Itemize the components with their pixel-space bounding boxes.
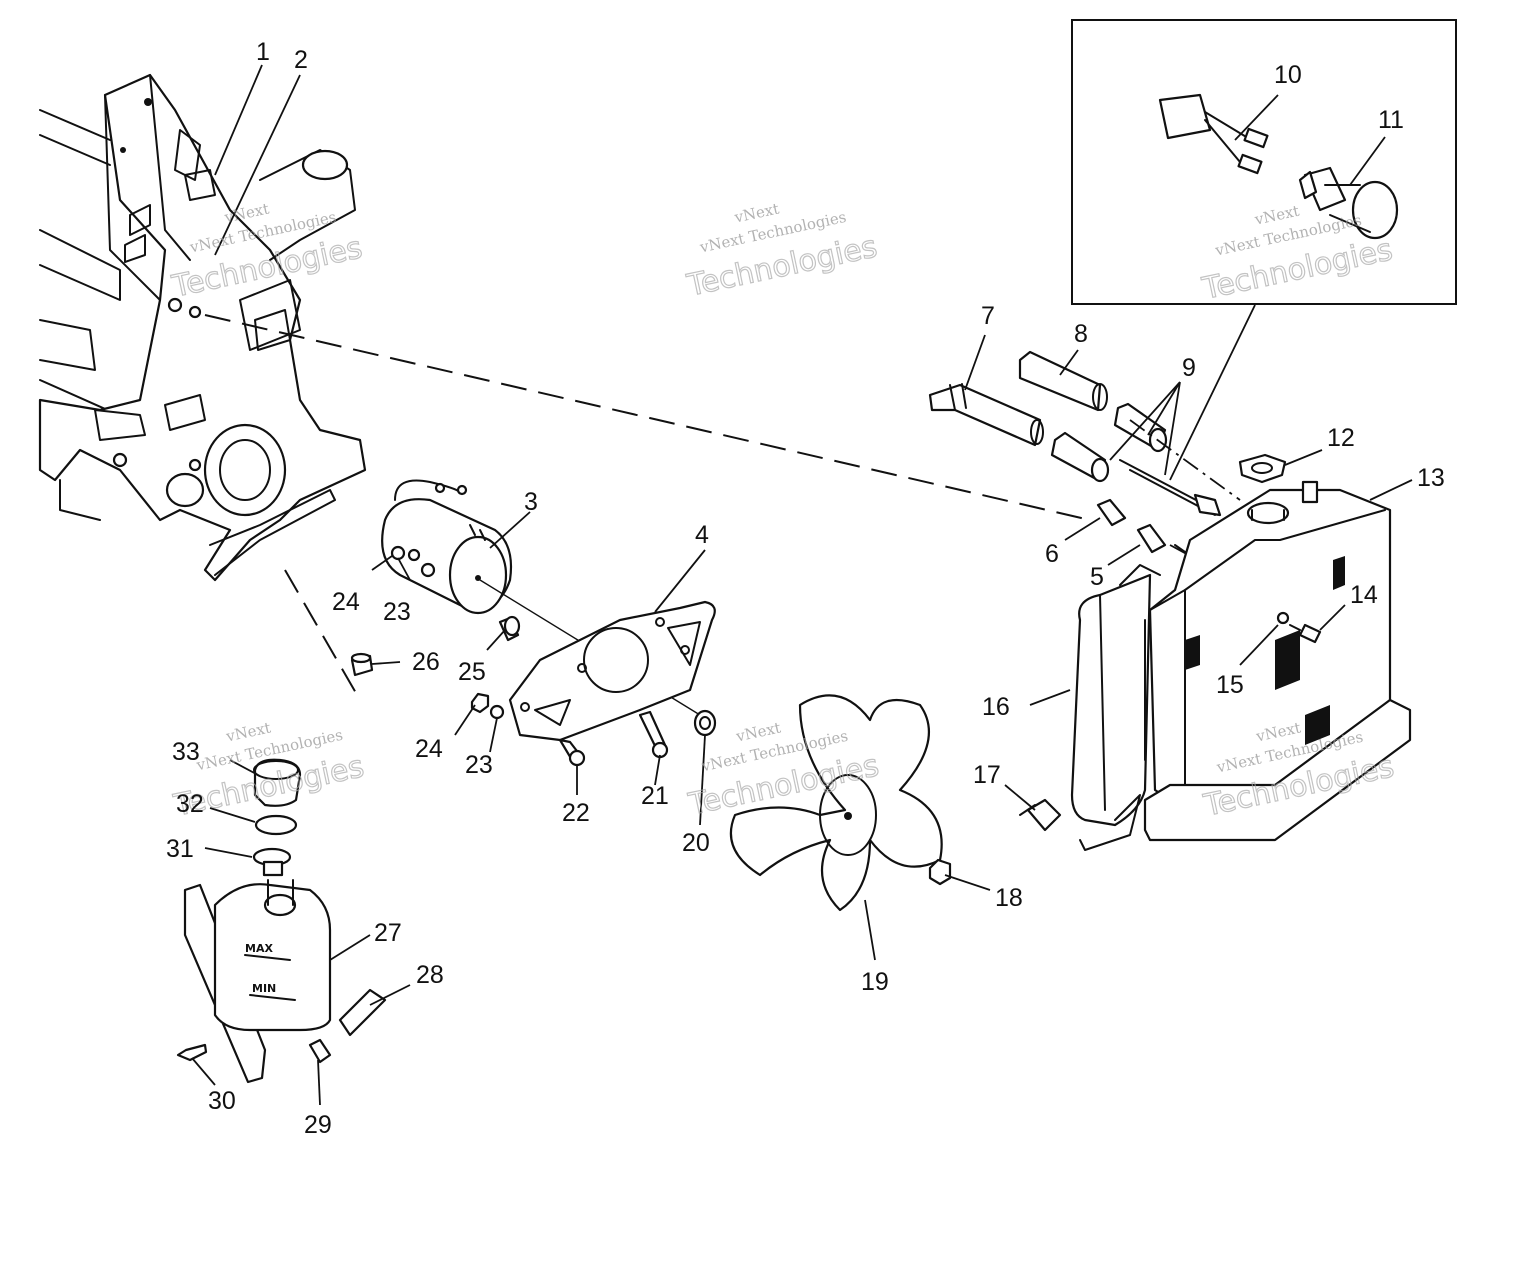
tank-max-label: MAX (245, 942, 273, 955)
grommet-part-26 (350, 652, 374, 677)
radiator-part-13 (1143, 480, 1412, 842)
callout-12: 12 (1327, 424, 1355, 452)
fan-shroud-part-16 (1070, 564, 1161, 851)
washer-part-15 (1276, 611, 1290, 625)
fan-blade-part-19 (729, 694, 943, 912)
clamp-part-29 (308, 1038, 332, 1064)
callout-24a: 24 (332, 588, 360, 616)
gasket-part-32 (254, 814, 298, 836)
cap-part-33 (253, 758, 302, 807)
callout-4: 4 (695, 521, 709, 549)
inset-detail-box (1071, 19, 1457, 305)
callout-10: 10 (1274, 61, 1302, 89)
fitting-part-5 (1136, 523, 1167, 554)
wire-harness-part-10 (1158, 93, 1269, 175)
hose-part-28 (338, 988, 387, 1037)
bushing-part-25 (498, 615, 521, 642)
callout-27: 27 (374, 919, 402, 947)
callout-22: 22 (562, 799, 590, 827)
callout-25: 25 (458, 658, 486, 686)
cap-part-12 (1238, 453, 1287, 484)
callout-29: 29 (304, 1111, 332, 1139)
callout-11: 11 (1378, 106, 1404, 134)
hose-part-8 (1018, 350, 1108, 412)
callout-28: 28 (416, 961, 444, 989)
callout-26: 26 (412, 648, 440, 676)
callout-23a: 23 (383, 598, 411, 626)
fan-motor-part-3 (381, 479, 513, 615)
callout-1: 1 (256, 38, 270, 66)
leader-lines (191, 64, 1413, 1106)
callout-30: 30 (208, 1087, 236, 1115)
watermarks: vNext vNext Technologies Technologies (683, 200, 881, 305)
callout-17: 17 (973, 761, 1001, 789)
alignment-line-frame-26 (284, 569, 361, 701)
callout-5: 5 (1090, 563, 1104, 591)
callout-14: 14 (1350, 581, 1378, 609)
callout-2: 2 (294, 46, 308, 74)
bolt-part-21 (638, 710, 669, 759)
callout-23b: 23 (465, 751, 493, 779)
callout-6: 6 (1045, 540, 1059, 568)
nut-part-18 (928, 858, 952, 886)
callout-9: 9 (1182, 354, 1196, 382)
callout-20: 20 (682, 829, 710, 857)
callout-19: 19 (861, 968, 889, 996)
callout-numbers: 1 2 3 4 5 6 7 8 9 10 11 12 13 14 15 16 1… (166, 38, 1445, 1139)
callout-7: 7 (981, 302, 995, 330)
tank-min-label: MIN (252, 982, 276, 995)
callout-33: 33 (172, 738, 200, 766)
callout-21: 21 (641, 782, 669, 810)
callout-8: 8 (1074, 320, 1088, 348)
callout-24b: 24 (415, 735, 443, 763)
hose-part-9 (1050, 402, 1222, 517)
callout-18: 18 (995, 884, 1023, 912)
callout-32: 32 (176, 790, 204, 818)
hose-part-7 (928, 383, 1044, 447)
callout-3: 3 (524, 488, 538, 516)
callout-15: 15 (1216, 671, 1244, 699)
screw-part-30 (176, 1043, 208, 1062)
box-connector-line (1169, 304, 1256, 481)
callout-31: 31 (166, 835, 194, 863)
adapter-part-31 (252, 847, 292, 877)
alignment-line-frame-radiator (204, 314, 1091, 521)
fastener-part-17 (1019, 798, 1062, 832)
bolt-part-22 (558, 738, 586, 767)
nut-part-24b (470, 692, 490, 714)
callout-16: 16 (982, 693, 1010, 721)
temperature-switch-part-11 (1298, 166, 1399, 240)
washer-part-23b (489, 704, 505, 720)
frame-assembly (38, 73, 367, 582)
coolant-reservoir-part-27: MAX MIN (183, 879, 332, 1084)
callout-13: 13 (1417, 464, 1445, 492)
screw-part-14 (1289, 623, 1322, 644)
fitting-part-6 (1096, 498, 1127, 527)
spacer-part-20 (693, 709, 717, 737)
mounting-plate-part-4 (508, 600, 716, 742)
